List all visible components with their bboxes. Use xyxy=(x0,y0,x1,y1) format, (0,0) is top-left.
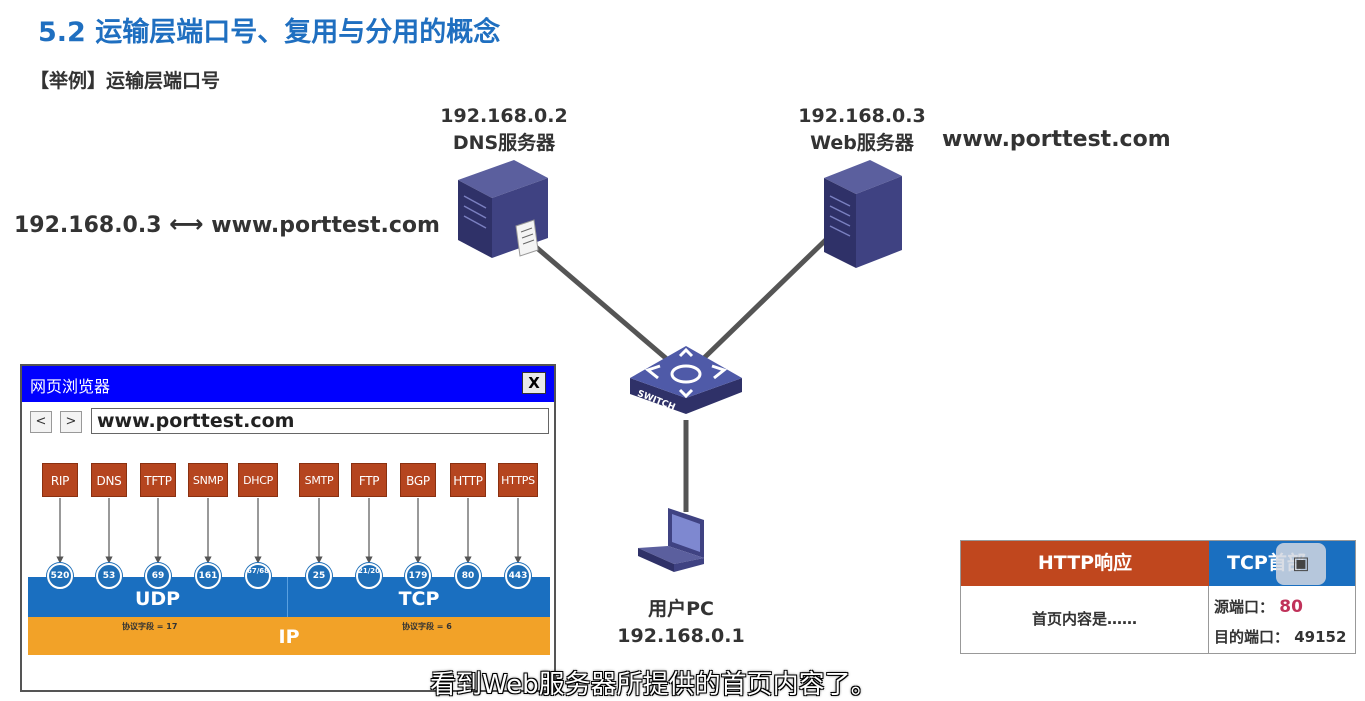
floating-player-icon[interactable]: ▣ xyxy=(1276,543,1326,585)
video-caption: 看到Web服务器所提供的首页内容了。 xyxy=(430,670,877,700)
page-subtitle: 【举例】运输层端口号 xyxy=(30,70,221,92)
http-body: 首页内容是…… xyxy=(961,586,1209,653)
web-server-label: 192.168.0.3 Web服务器 xyxy=(794,103,930,157)
protocol-bgp: BGP xyxy=(400,463,436,497)
http-response-header: HTTP响应 xyxy=(961,541,1209,586)
tcp-protocol-field: 协议字段 = 6 xyxy=(402,622,452,631)
port-179: 179 xyxy=(405,563,431,589)
dns-server-name: DNS服务器 xyxy=(452,132,556,154)
browser-window: 网页浏览器 X < > www.porttest.com RIP DNS TFT… xyxy=(20,364,556,692)
port-69: 69 xyxy=(145,563,171,589)
back-button[interactable]: < xyxy=(30,411,52,433)
port-67-68: 67/68 xyxy=(245,563,271,589)
web-server-ip: 192.168.0.3 xyxy=(798,105,926,127)
protocol-ftp: FTP xyxy=(351,463,387,497)
browser-title: 网页浏览器 xyxy=(30,377,111,396)
browser-title-bar: 网页浏览器 X xyxy=(22,366,554,402)
link-dns-switch xyxy=(528,240,670,362)
protocol-https: HTTPS xyxy=(498,463,538,497)
user-pc-ip: 192.168.0.1 xyxy=(617,625,745,647)
switch-icon xyxy=(630,346,742,414)
port-53: 53 xyxy=(96,563,122,589)
dns-server-label: 192.168.0.2 DNS服务器 xyxy=(436,103,572,157)
link-web-switch xyxy=(702,228,838,360)
port-21-20: 21/20 xyxy=(356,563,382,589)
source-port-label: 源端口： xyxy=(1214,598,1275,616)
dns-server-icon xyxy=(458,160,548,258)
udp-protocol-field: 协议字段 = 17 xyxy=(122,622,178,631)
close-button[interactable]: X xyxy=(522,372,546,394)
mapping-ip: 192.168.0.3 xyxy=(14,213,162,238)
dns-mapping: 192.168.0.3 ⟷ www.porttest.com xyxy=(14,210,440,238)
port-161: 161 xyxy=(195,563,221,589)
port-80: 80 xyxy=(455,563,481,589)
protocol-tftp: TFTP xyxy=(140,463,176,497)
user-pc-label: 用户PC 192.168.0.1 xyxy=(606,596,756,650)
dest-port-value: 49152 xyxy=(1294,628,1347,646)
protocol-rip: RIP xyxy=(42,463,78,497)
forward-button[interactable]: > xyxy=(60,411,82,433)
dest-port-label: 目的端口： xyxy=(1214,628,1290,646)
protocol-port-arrows xyxy=(56,498,522,564)
source-port-value: 80 xyxy=(1279,597,1303,617)
protocol-snmp: SNMP xyxy=(188,463,228,497)
ip-layer: IP xyxy=(28,617,550,655)
mapping-domain: www.porttest.com xyxy=(211,213,440,238)
page-title: 5.2 运输层端口号、复用与分用的概念 xyxy=(38,17,501,48)
protocol-http: HTTP xyxy=(450,463,486,497)
dns-server-ip: 192.168.0.2 xyxy=(440,105,568,127)
port-520: 520 xyxy=(47,563,73,589)
address-bar[interactable]: www.porttest.com xyxy=(91,408,549,434)
protocol-smtp: SMTP xyxy=(299,463,339,497)
web-server-domain: www.porttest.com xyxy=(942,127,1171,152)
port-443: 443 xyxy=(505,563,531,589)
laptop-icon xyxy=(638,508,704,572)
web-server-name: Web服务器 xyxy=(810,132,914,154)
user-pc-name: 用户PC xyxy=(648,598,714,620)
tcp-header-fields: 源端口： 80 目的端口： 49152 xyxy=(1211,586,1355,653)
web-server-icon xyxy=(824,160,902,268)
protocol-dns: DNS xyxy=(91,463,127,497)
port-25: 25 xyxy=(306,563,332,589)
protocol-dhcp: DHCP xyxy=(238,463,278,497)
source-port-row: 源端口： 80 xyxy=(1214,596,1303,617)
dest-port-row: 目的端口： 49152 xyxy=(1214,626,1346,647)
double-arrow-icon: ⟷ xyxy=(169,210,204,238)
